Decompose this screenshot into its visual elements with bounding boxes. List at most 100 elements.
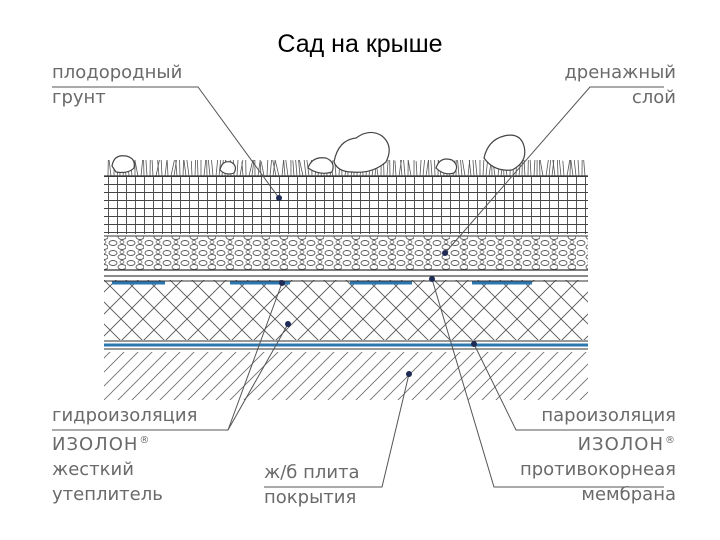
grass-blade [394,160,397,177]
grass-blade [173,160,177,177]
grass-blade [215,160,219,177]
registered-mark: ® [139,435,151,446]
grass-blade [425,160,429,177]
leader-lines [52,86,664,488]
grass-blade [292,160,295,177]
label-waterproofing-line4: утеплитель [52,484,163,505]
grass-blade [145,160,148,177]
grass-blade [386,160,389,177]
grass-blade [509,160,511,177]
brand-name: ИЗОЛОН [52,434,139,455]
grass-blade [485,160,489,177]
grass-blade [577,160,580,177]
grass-blade [558,160,562,177]
label-vapor-barrier: пароизоляция ИЗОЛОН® противокорнеая мемб… [520,403,676,507]
grass-blade [303,160,307,177]
grass-blade [260,161,265,177]
label-slab-line1: ж/б плита [264,462,360,483]
grass-blade [460,160,463,177]
grass-blade [422,160,425,177]
grass-blade [482,160,485,177]
grass-blade [221,160,224,177]
grass-blade [108,160,112,177]
grass-blade [583,160,586,177]
grass-blade [570,160,574,177]
label-vapor-barrier-line3: противокорнеая [519,459,676,480]
grass-blade [566,160,571,177]
grass-blade [274,160,280,177]
grass-blade [295,160,298,177]
grass-blade [164,160,168,177]
grass-blade [179,160,181,177]
grass-blade [236,160,239,177]
grass-blade [272,160,277,177]
grass-blade [186,160,190,177]
grass-blade [334,160,337,177]
grass-blade [403,160,406,177]
grass-blade [190,160,193,177]
grass-blade [468,160,472,177]
grass-blade [211,160,214,177]
grass-blade [194,160,197,177]
grass-blade [430,160,433,177]
grass-blade [368,160,372,177]
grass-blade [392,160,395,177]
grass-blade [160,160,163,177]
grass-blade [182,160,185,177]
grass-blade [298,160,301,177]
grass-blade [419,160,422,177]
grass-blade [539,160,541,177]
diagram-title: Сад на крыше [277,30,443,58]
grass-blade [166,160,169,177]
grass-blade [557,160,559,177]
label-vapor-barrier-line4: мембрана [581,484,676,505]
grass-blade [170,160,175,177]
grass-blade [407,160,412,177]
grass-blade [299,160,304,177]
grass-blade [521,160,523,177]
registered-mark: ® [665,435,676,446]
grass-blade [491,160,493,177]
grass-blade [569,160,571,177]
rigid-insulation-layer [104,280,588,340]
grass-blade [548,160,552,177]
label-fertile-soil-line1: плодородный [52,62,183,83]
grass-blade [472,160,475,177]
label-slab-line2: покрытия [264,487,357,508]
grass-blade [527,160,529,177]
marker-dots [276,195,477,377]
label-drainage-line2: слой [631,87,676,108]
grass-blade [151,160,154,177]
grass-blade [533,160,536,177]
label-waterproofing-line1: гидроизоляция [52,405,198,426]
grass-blade [218,160,222,177]
grass-blade [269,160,272,177]
grass-blade [539,160,544,177]
grass-blade [562,160,565,177]
label-drainage: дренажный слой [564,60,676,110]
grass-blade [512,160,515,177]
label-fertile-soil-line2: грунт [52,87,106,108]
grass-blade [573,160,577,177]
label-slab: ж/б плита покрытия [264,460,360,510]
grass-blade [241,161,244,177]
grass-blade [183,160,187,177]
grass-blade [415,161,418,177]
label-waterproofing-brand: ИЗОЛОН® [52,428,197,457]
grass-blade [437,160,439,177]
grass-blade [362,160,364,177]
grass-blade [207,160,211,177]
vapor-barrier-membrane [104,340,588,350]
grass-blade [434,160,436,177]
grass-blade [266,160,269,177]
label-vapor-barrier-line1: пароизоляция [541,405,676,426]
drainage-layer [104,236,588,270]
stones [111,131,526,175]
grass-blade [134,160,139,177]
grass-blade [203,160,207,177]
grass-blade [545,160,549,177]
grass-blade [529,160,532,177]
grass-blade [428,160,430,177]
grass-blade [157,160,160,177]
